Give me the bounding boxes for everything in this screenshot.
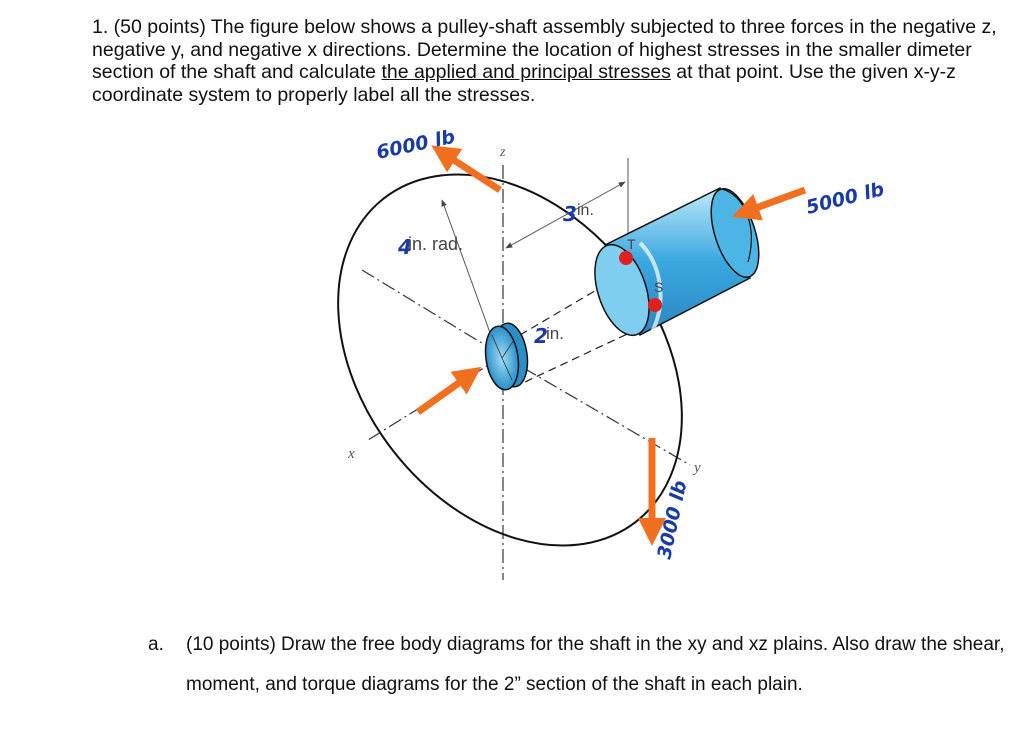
y-axis-label: y — [692, 460, 701, 476]
y-axis-line — [502, 355, 691, 466]
hub-spoke-2 — [501, 357, 513, 381]
force-label-top: 6000 lb — [374, 126, 456, 164]
x-axis-line — [361, 269, 504, 357]
hub-spoke-1 — [491, 334, 503, 359]
force-label-bottom: 3000 lb — [653, 479, 691, 561]
sub-question-a-label: a. — [148, 634, 164, 655]
sub-question-a-text: (10 points) Draw the free body diagrams … — [186, 634, 1005, 695]
radius-value: 4 — [397, 235, 412, 259]
dash-line-lower — [524, 327, 641, 383]
small-dia-value: 2 — [534, 324, 548, 348]
problem-statement: 1. (50 points) The figure below shows a … — [92, 16, 1007, 106]
dash-line-upper — [519, 284, 606, 336]
hub-spoke-3 — [501, 339, 515, 359]
point-s-marker — [648, 298, 662, 312]
problem-underlined: the applied and principal stresses — [381, 61, 671, 83]
shaft-near-end — [594, 243, 650, 337]
point-t-label: T — [627, 236, 636, 252]
offset-unit: in. — [577, 202, 594, 219]
force-arrow-top — [431, 145, 502, 193]
offset-value: 3 — [563, 202, 577, 226]
force-label-right: 5000 lb — [804, 178, 887, 219]
z-axis-label: z — [499, 145, 506, 160]
radius-unit: in. rad. — [408, 234, 463, 254]
force-arrow-hub — [415, 366, 482, 415]
point-t-marker — [619, 251, 633, 265]
problem-outro: at that point. Use the given x-y-z coord… — [92, 61, 956, 106]
offset-dim-line — [505, 181, 626, 249]
small-dia-unit: in. — [546, 324, 564, 343]
x-axis-label: x — [347, 446, 355, 462]
problem-intro: 1. (50 points) The figure below shows a … — [92, 16, 997, 83]
shaft-band — [638, 241, 663, 333]
point-s-label: S — [654, 279, 663, 295]
radius-line — [441, 199, 498, 353]
pulley-shaft-figure: z x y 4 in. rad. 3 in. 2 in. T S 6000 lb… — [337, 126, 887, 580]
force-arrow-right — [731, 186, 807, 221]
